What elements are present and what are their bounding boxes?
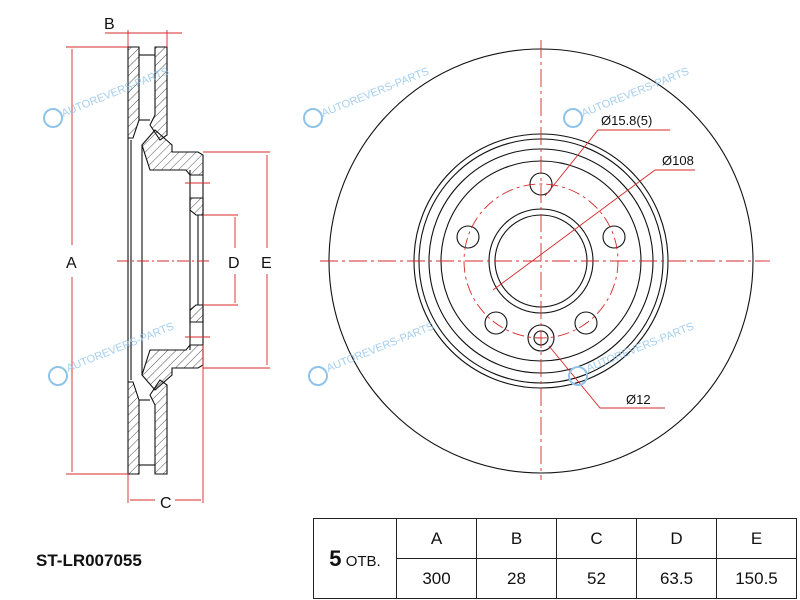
header-d: D xyxy=(636,518,717,559)
bolt-hole xyxy=(602,225,626,249)
value-b: 28 xyxy=(476,558,557,599)
small-hole-dimension: Ø12 xyxy=(626,392,651,407)
watermark-logo-icon xyxy=(43,108,588,386)
svg-text:AUTOREVERS-PARTS: AUTOREVERS-PARTS xyxy=(60,66,171,120)
hub-bot xyxy=(189,304,204,323)
holes-unit: ОТВ. xyxy=(345,552,381,570)
bolt-hole-dimension: Ø15.8(5) xyxy=(601,113,652,128)
bolt-hole xyxy=(456,225,480,249)
inner-plate-bot xyxy=(149,379,168,475)
svg-text:AUTOREVERS-PARTS: AUTOREVERS-PARTS xyxy=(585,321,696,375)
label-d: D xyxy=(228,255,240,272)
inner-plate-top xyxy=(149,46,168,141)
hat-top xyxy=(141,129,204,176)
hub-top xyxy=(189,197,204,216)
side-dimensions xyxy=(66,30,270,503)
header-c: C xyxy=(556,518,637,559)
outer-plate-bot xyxy=(127,381,140,475)
svg-text:AUTOREVERS-PARTS: AUTOREVERS-PARTS xyxy=(320,66,431,120)
svg-text:AUTOREVERS-PARTS: AUTOREVERS-PARTS xyxy=(325,321,436,375)
svg-text:AUTOREVERS-PARTS: AUTOREVERS-PARTS xyxy=(580,66,691,120)
outer-plate-top xyxy=(127,46,140,139)
front-dimensions xyxy=(320,40,770,480)
label-c: C xyxy=(160,495,172,512)
dimension-table: 5 ОТВ. A B C D E 300 28 52 63.5 150.5 xyxy=(313,518,797,599)
value-c: 52 xyxy=(556,558,637,599)
label-a: A xyxy=(66,255,77,272)
value-a: 300 xyxy=(396,558,477,599)
header-e: E xyxy=(716,518,797,559)
holes-count: 5 xyxy=(329,545,342,571)
bolt-hole xyxy=(574,311,598,335)
pcd-dimension: Ø108 xyxy=(662,153,694,168)
label-b: B xyxy=(104,16,115,33)
side-view xyxy=(127,46,204,475)
bolt-hole xyxy=(484,311,508,335)
value-d: 63.5 xyxy=(636,558,717,599)
label-e: E xyxy=(261,255,272,272)
header-b: B xyxy=(476,518,557,559)
part-number: ST-LR007055 xyxy=(36,551,142,570)
holes-count-cell: 5 ОТВ. xyxy=(313,518,397,599)
value-e: 150.5 xyxy=(716,558,797,599)
hat-bot xyxy=(141,344,204,391)
header-a: A xyxy=(396,518,477,559)
